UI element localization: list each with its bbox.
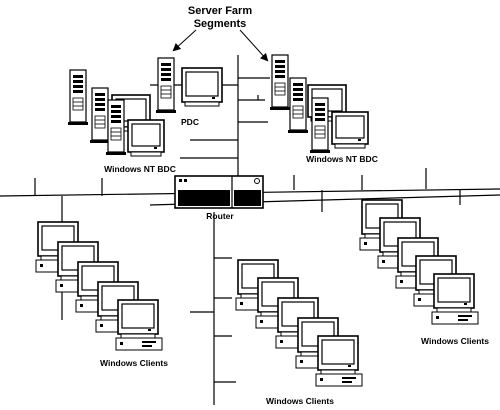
server-tower-icon [90, 87, 110, 143]
crt-monitor-icon [127, 119, 165, 157]
devices [35, 54, 479, 387]
bdc-left-label: Windows NT BDC [104, 164, 176, 174]
bdc-right-label: Windows NT BDC [306, 154, 378, 164]
server-tower-icon [106, 99, 126, 155]
desktop-computer-icon [115, 337, 163, 351]
server-tower-icon [68, 69, 88, 125]
diagram-title-line2: Segments [194, 18, 247, 30]
router-label: Router [206, 211, 234, 221]
router-icon [174, 175, 264, 209]
server-tower-icon [270, 54, 290, 110]
server-tower-icon [310, 97, 330, 153]
arrow-to-right-segment [239, 29, 269, 62]
arrow-to-left-segment [172, 29, 197, 52]
pdc-label: PDC [181, 117, 199, 127]
crt-monitor-icon [117, 299, 159, 339]
crt-monitor-icon [181, 67, 223, 107]
clients-right-label: Windows Clients [421, 336, 489, 346]
crt-monitor-icon [433, 273, 475, 313]
desktop-computer-icon [315, 373, 363, 387]
clients-middle-label: Windows Clients [266, 396, 334, 406]
desktop-computer-icon [431, 311, 479, 325]
clients-left-label: Windows Clients [100, 358, 168, 368]
diagram-title-line1: Server Farm [188, 5, 252, 17]
server-tower-icon [156, 57, 176, 113]
server-tower-icon [288, 77, 308, 133]
crt-monitor-icon [317, 335, 359, 375]
crt-monitor-icon [331, 111, 369, 149]
